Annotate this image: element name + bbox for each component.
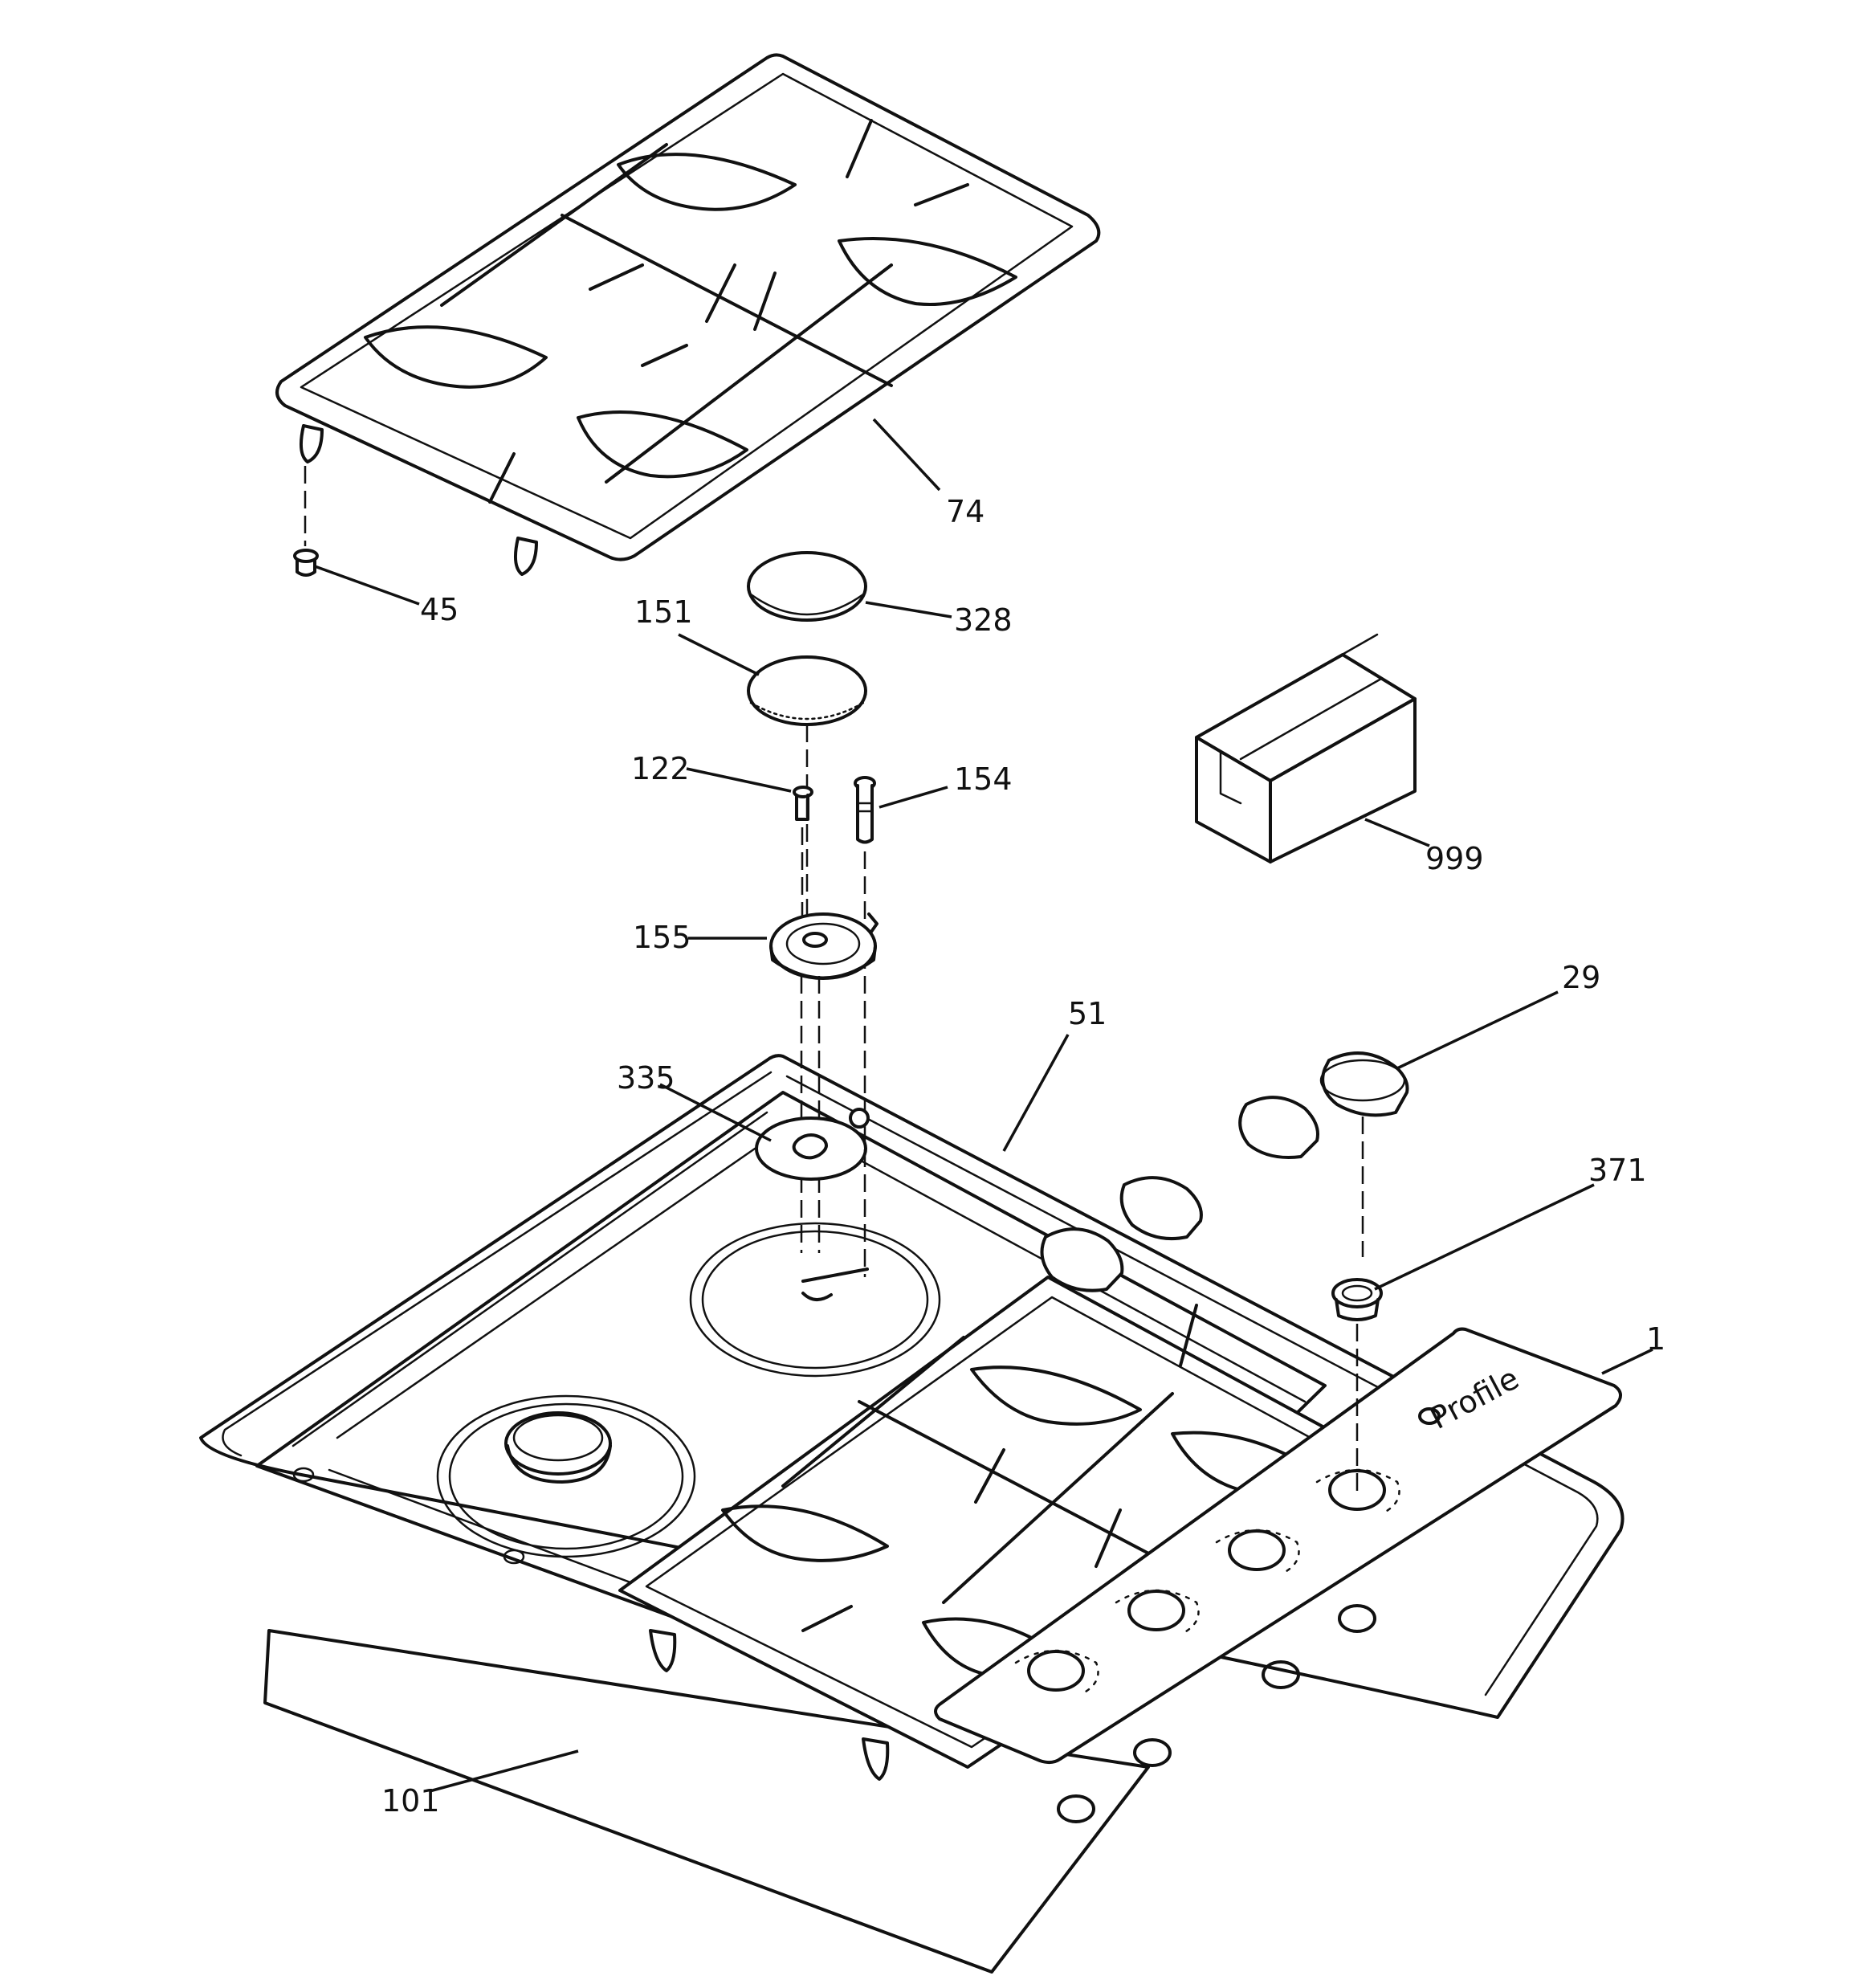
callout-51: 51 xyxy=(1068,996,1107,1031)
grate-assembled xyxy=(618,1276,1407,1781)
grate-74 xyxy=(275,53,1101,576)
control-panel-1: Profile xyxy=(934,1327,1622,1765)
callout-335: 335 xyxy=(617,1060,675,1096)
leader-lines xyxy=(314,418,1653,1793)
ring-371 xyxy=(1331,1278,1383,1494)
callout-1: 1 xyxy=(1646,1321,1665,1357)
callout-74: 74 xyxy=(946,494,984,529)
callout-999: 999 xyxy=(1425,841,1484,876)
callout-371: 371 xyxy=(1588,1153,1647,1188)
callout-155: 155 xyxy=(633,920,691,955)
callout-29: 29 xyxy=(1562,960,1600,995)
callout-328: 328 xyxy=(954,602,1013,638)
callout-154: 154 xyxy=(954,761,1013,797)
foot-45 xyxy=(293,549,319,577)
electrode-154 xyxy=(854,776,876,1116)
screw-122 xyxy=(793,786,813,932)
gasket-101 xyxy=(263,1629,1150,1974)
burner-head-155 xyxy=(769,912,879,1253)
callout-151: 151 xyxy=(634,594,693,630)
seal-335 xyxy=(755,1108,870,1277)
box-999 xyxy=(1195,633,1417,863)
callout-101: 101 xyxy=(381,1783,440,1819)
callout-122: 122 xyxy=(631,751,690,786)
knob-29 xyxy=(1040,1051,1409,1292)
cap-151 xyxy=(747,655,867,924)
callout-45: 45 xyxy=(420,592,459,627)
cap-328 xyxy=(747,551,867,622)
callout-labels: 74 45 328 151 122 154 155 335 51 29 371 … xyxy=(381,494,1665,1819)
